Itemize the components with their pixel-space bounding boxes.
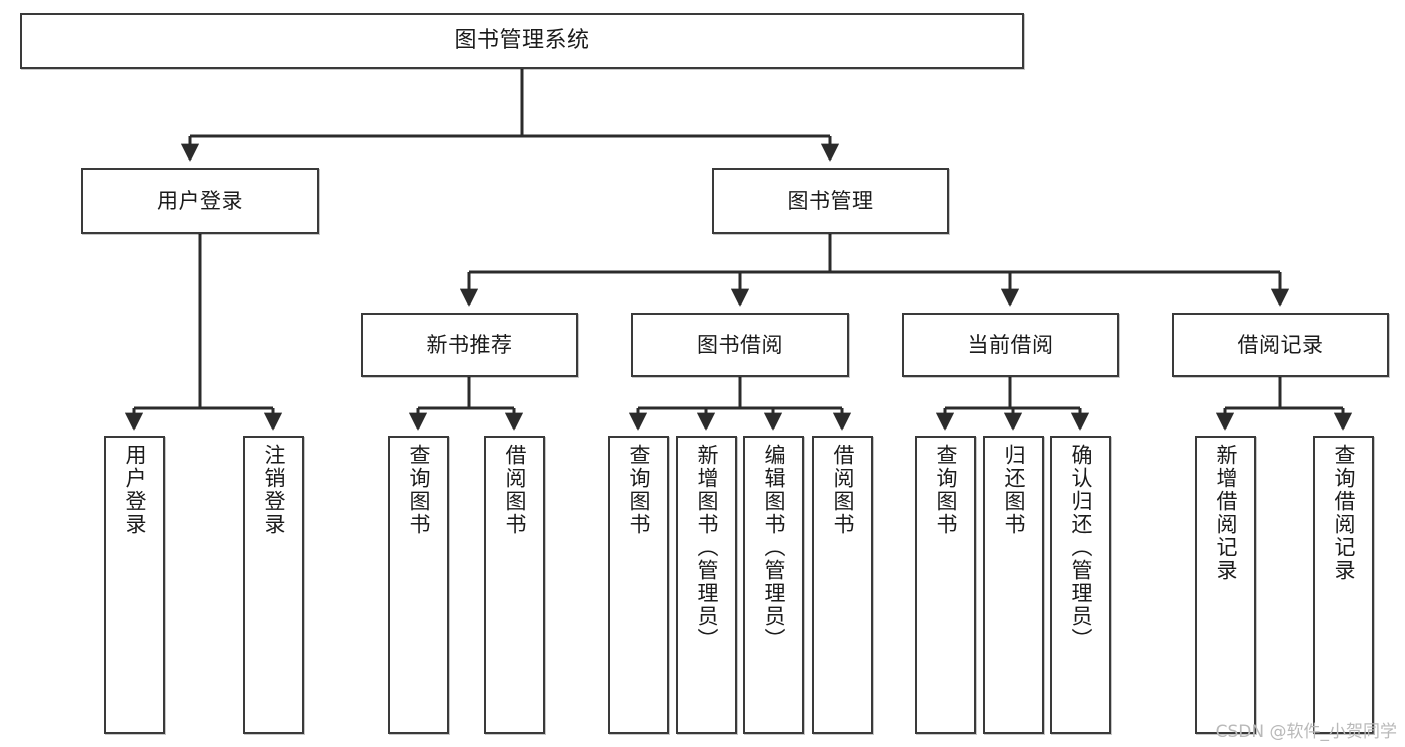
leaf-borrow-book-recommend-label: 借阅图书 [503,444,528,536]
leaf-confirm-return-admin-label: 确认归还（管理员） [1069,444,1094,651]
leaf-add-borrow-record[interactable]: 新增借阅记录 [1195,436,1256,734]
leaf-query-borrow-record-label: 查询借阅记录 [1332,444,1357,582]
leaf-logout-login-label: 注销登录 [262,444,287,536]
leaf-borrow-book-recommend[interactable]: 借阅图书 [484,436,545,734]
node-borrow-record-label: 借阅记录 [1237,332,1324,357]
leaf-add-book-admin[interactable]: 新增图书（管理员） [676,436,737,734]
leaf-return-book-label: 归还图书 [1002,444,1027,536]
node-book-management-label: 图书管理 [787,188,874,213]
leaf-query-book-borrow[interactable]: 查询图书 [608,436,669,734]
leaf-edit-book-admin-label: 编辑图书（管理员） [762,444,787,651]
node-borrow-record[interactable]: 借阅记录 [1172,313,1389,377]
node-user-login[interactable]: 用户登录 [81,168,319,234]
node-root[interactable]: 图书管理系统 [20,13,1024,69]
leaf-add-borrow-record-label: 新增借阅记录 [1214,444,1239,582]
csdn-watermark: CSDN @软件_小贺同学 [1215,722,1397,742]
leaf-query-book-current[interactable]: 查询图书 [915,436,976,734]
node-current-borrow-label: 当前借阅 [967,332,1054,357]
leaf-user-login-label: 用户登录 [123,444,148,536]
leaf-edit-book-admin[interactable]: 编辑图书（管理员） [743,436,804,734]
leaf-query-book-borrow-label: 查询图书 [627,444,652,536]
node-book-management[interactable]: 图书管理 [712,168,949,234]
node-new-book-recommend[interactable]: 新书推荐 [361,313,578,377]
node-new-book-recommend-label: 新书推荐 [426,332,513,357]
leaf-query-borrow-record[interactable]: 查询借阅记录 [1313,436,1374,734]
leaf-query-book-recommend[interactable]: 查询图书 [388,436,449,734]
leaf-confirm-return-admin[interactable]: 确认归还（管理员） [1050,436,1111,734]
node-book-borrow[interactable]: 图书借阅 [631,313,849,377]
leaf-borrow-book-label: 借阅图书 [831,444,856,536]
leaf-logout-login[interactable]: 注销登录 [243,436,304,734]
node-current-borrow[interactable]: 当前借阅 [902,313,1119,377]
leaf-add-book-admin-label: 新增图书（管理员） [695,444,720,651]
leaf-query-book-current-label: 查询图书 [934,444,959,536]
leaf-return-book[interactable]: 归还图书 [983,436,1044,734]
leaf-borrow-book[interactable]: 借阅图书 [812,436,873,734]
leaf-query-book-recommend-label: 查询图书 [407,444,432,536]
leaf-user-login[interactable]: 用户登录 [104,436,165,734]
node-root-label: 图书管理系统 [454,28,590,54]
node-book-borrow-label: 图书借阅 [697,332,783,357]
node-user-login-label: 用户登录 [157,188,243,213]
